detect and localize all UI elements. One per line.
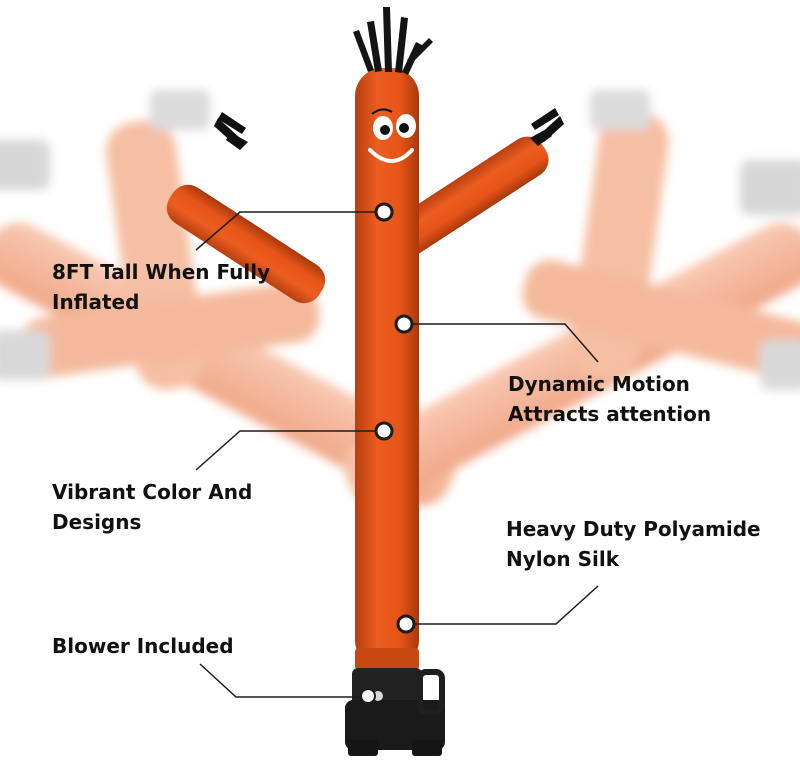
callout-color-line1: Vibrant Color And xyxy=(52,480,253,504)
callout-material-line2: Nylon Silk xyxy=(506,547,619,571)
callout-dot-icon xyxy=(374,202,394,222)
right-arm xyxy=(384,108,564,259)
callout-motion: Dynamic Motion Attracts attention xyxy=(508,369,711,429)
face-icon xyxy=(368,108,416,163)
callout-dot-icon xyxy=(396,614,416,634)
callout-height-line1: 8FT Tall When Fully xyxy=(52,260,271,284)
callout-blower-line1: Blower Included xyxy=(52,634,234,658)
hand-tassel-icon xyxy=(214,112,248,150)
callout-dot-icon xyxy=(374,421,394,441)
leader-lines xyxy=(195,211,599,698)
motion-blur-ghosts xyxy=(0,90,800,506)
callout-color-line2: Designs xyxy=(52,510,142,534)
callout-dot-icon xyxy=(360,688,376,704)
blower-icon xyxy=(345,668,445,756)
callout-material: Heavy Duty Polyamide Nylon Silk xyxy=(506,514,761,574)
tube-body xyxy=(355,68,419,670)
hair-tassel-icon xyxy=(353,7,433,75)
hand-tassel-icon xyxy=(530,108,564,146)
left-arm xyxy=(166,112,326,304)
callout-color: Vibrant Color And Designs xyxy=(52,477,252,537)
callout-material-line1: Heavy Duty Polyamide xyxy=(506,517,761,541)
callout-motion-line2: Attracts attention xyxy=(508,402,712,426)
callout-motion-line1: Dynamic Motion xyxy=(508,372,690,396)
callout-dot-icon xyxy=(394,314,414,334)
callout-height: 8FT Tall When Fully Inflated xyxy=(52,257,270,317)
callout-blower: Blower Included xyxy=(52,631,234,661)
callout-height-line2: Inflated xyxy=(52,290,140,314)
